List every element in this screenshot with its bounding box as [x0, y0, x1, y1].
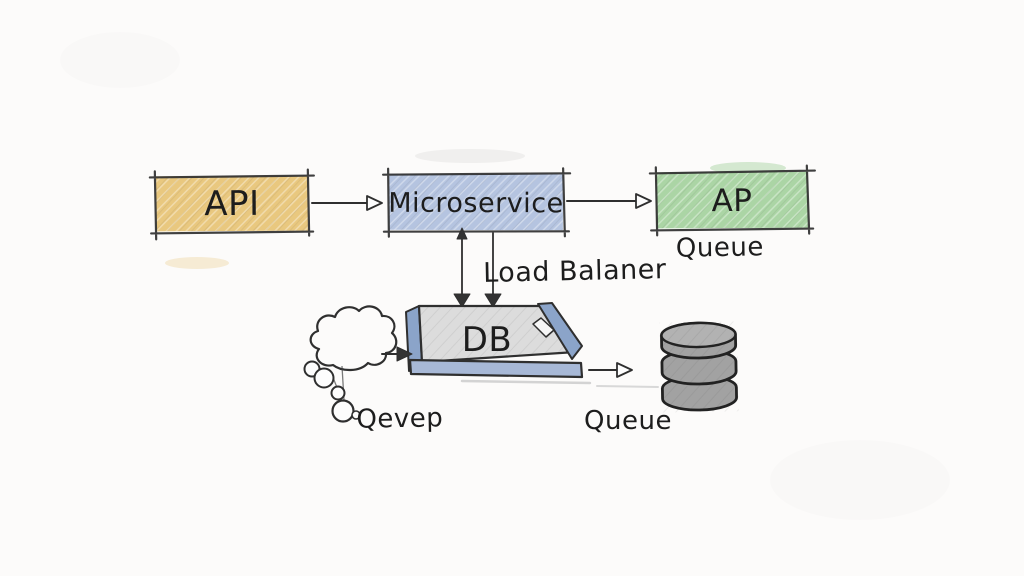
arrow-cloud-to-db: [381, 346, 413, 362]
cloud-bubble: [331, 399, 355, 423]
ap-box-border: [648, 164, 816, 237]
microservice-box-hatch2: [388, 173, 564, 231]
arrow-microservice-to-db-right: [484, 232, 502, 308]
microservice-node: Microservice: [381, 167, 572, 238]
cloud-label: Qevep: [356, 403, 443, 435]
arrowhead-solid-icon: [396, 346, 413, 362]
cloud-bubble: [351, 410, 361, 420]
thought-cloud-icon: [303, 305, 398, 423]
api-box-hatch2: [155, 175, 309, 232]
api-label: API: [204, 184, 260, 224]
pencil-smudge: [415, 149, 525, 163]
paper-texture: [770, 440, 950, 520]
arrowhead-down-icon: [484, 293, 502, 308]
microservice-label: Microservice: [388, 188, 563, 220]
db-fin-notch: [532, 317, 555, 338]
cloud-bubble: [313, 367, 335, 389]
db-shadow-line: [460, 379, 592, 385]
db-right-fin: [537, 302, 583, 360]
queue-top-label: Queue: [676, 232, 764, 264]
db-top-hatch: [419, 306, 576, 362]
microservice-box-border: [381, 167, 572, 238]
arrow-db-to-queue: [588, 362, 633, 378]
arrowhead-open-icon: [366, 195, 383, 211]
api-node: API: [148, 168, 315, 241]
pencil-smudge: [165, 257, 229, 269]
db-label: DB: [462, 320, 513, 360]
cylinder-hatch: [659, 321, 739, 413]
stray-pencil-line: [596, 385, 659, 388]
db-bottom-bar: [408, 358, 584, 379]
api-box-border: [148, 168, 315, 241]
ap-box-hatch2: [655, 171, 809, 229]
database-cylinder-icon: [659, 321, 739, 413]
arrow-microservice-to-db-left: [453, 227, 471, 308]
cloud-bubble: [330, 385, 346, 401]
arrowhead-open-icon: [635, 193, 652, 209]
arrow-microservice-to-ap: [566, 193, 652, 209]
queue-bottom-label: Queue: [584, 406, 672, 436]
arrowhead-open-icon: [616, 362, 633, 378]
ap-node: AP: [648, 164, 816, 237]
ap-label: AP: [711, 183, 752, 219]
load-balancer-label: Load Balaner: [483, 254, 667, 289]
arrowhead-down-icon: [453, 293, 471, 308]
arrow-api-to-microservice: [311, 195, 383, 211]
arrowhead-up-icon: [456, 227, 468, 240]
paper-texture: [60, 32, 180, 88]
